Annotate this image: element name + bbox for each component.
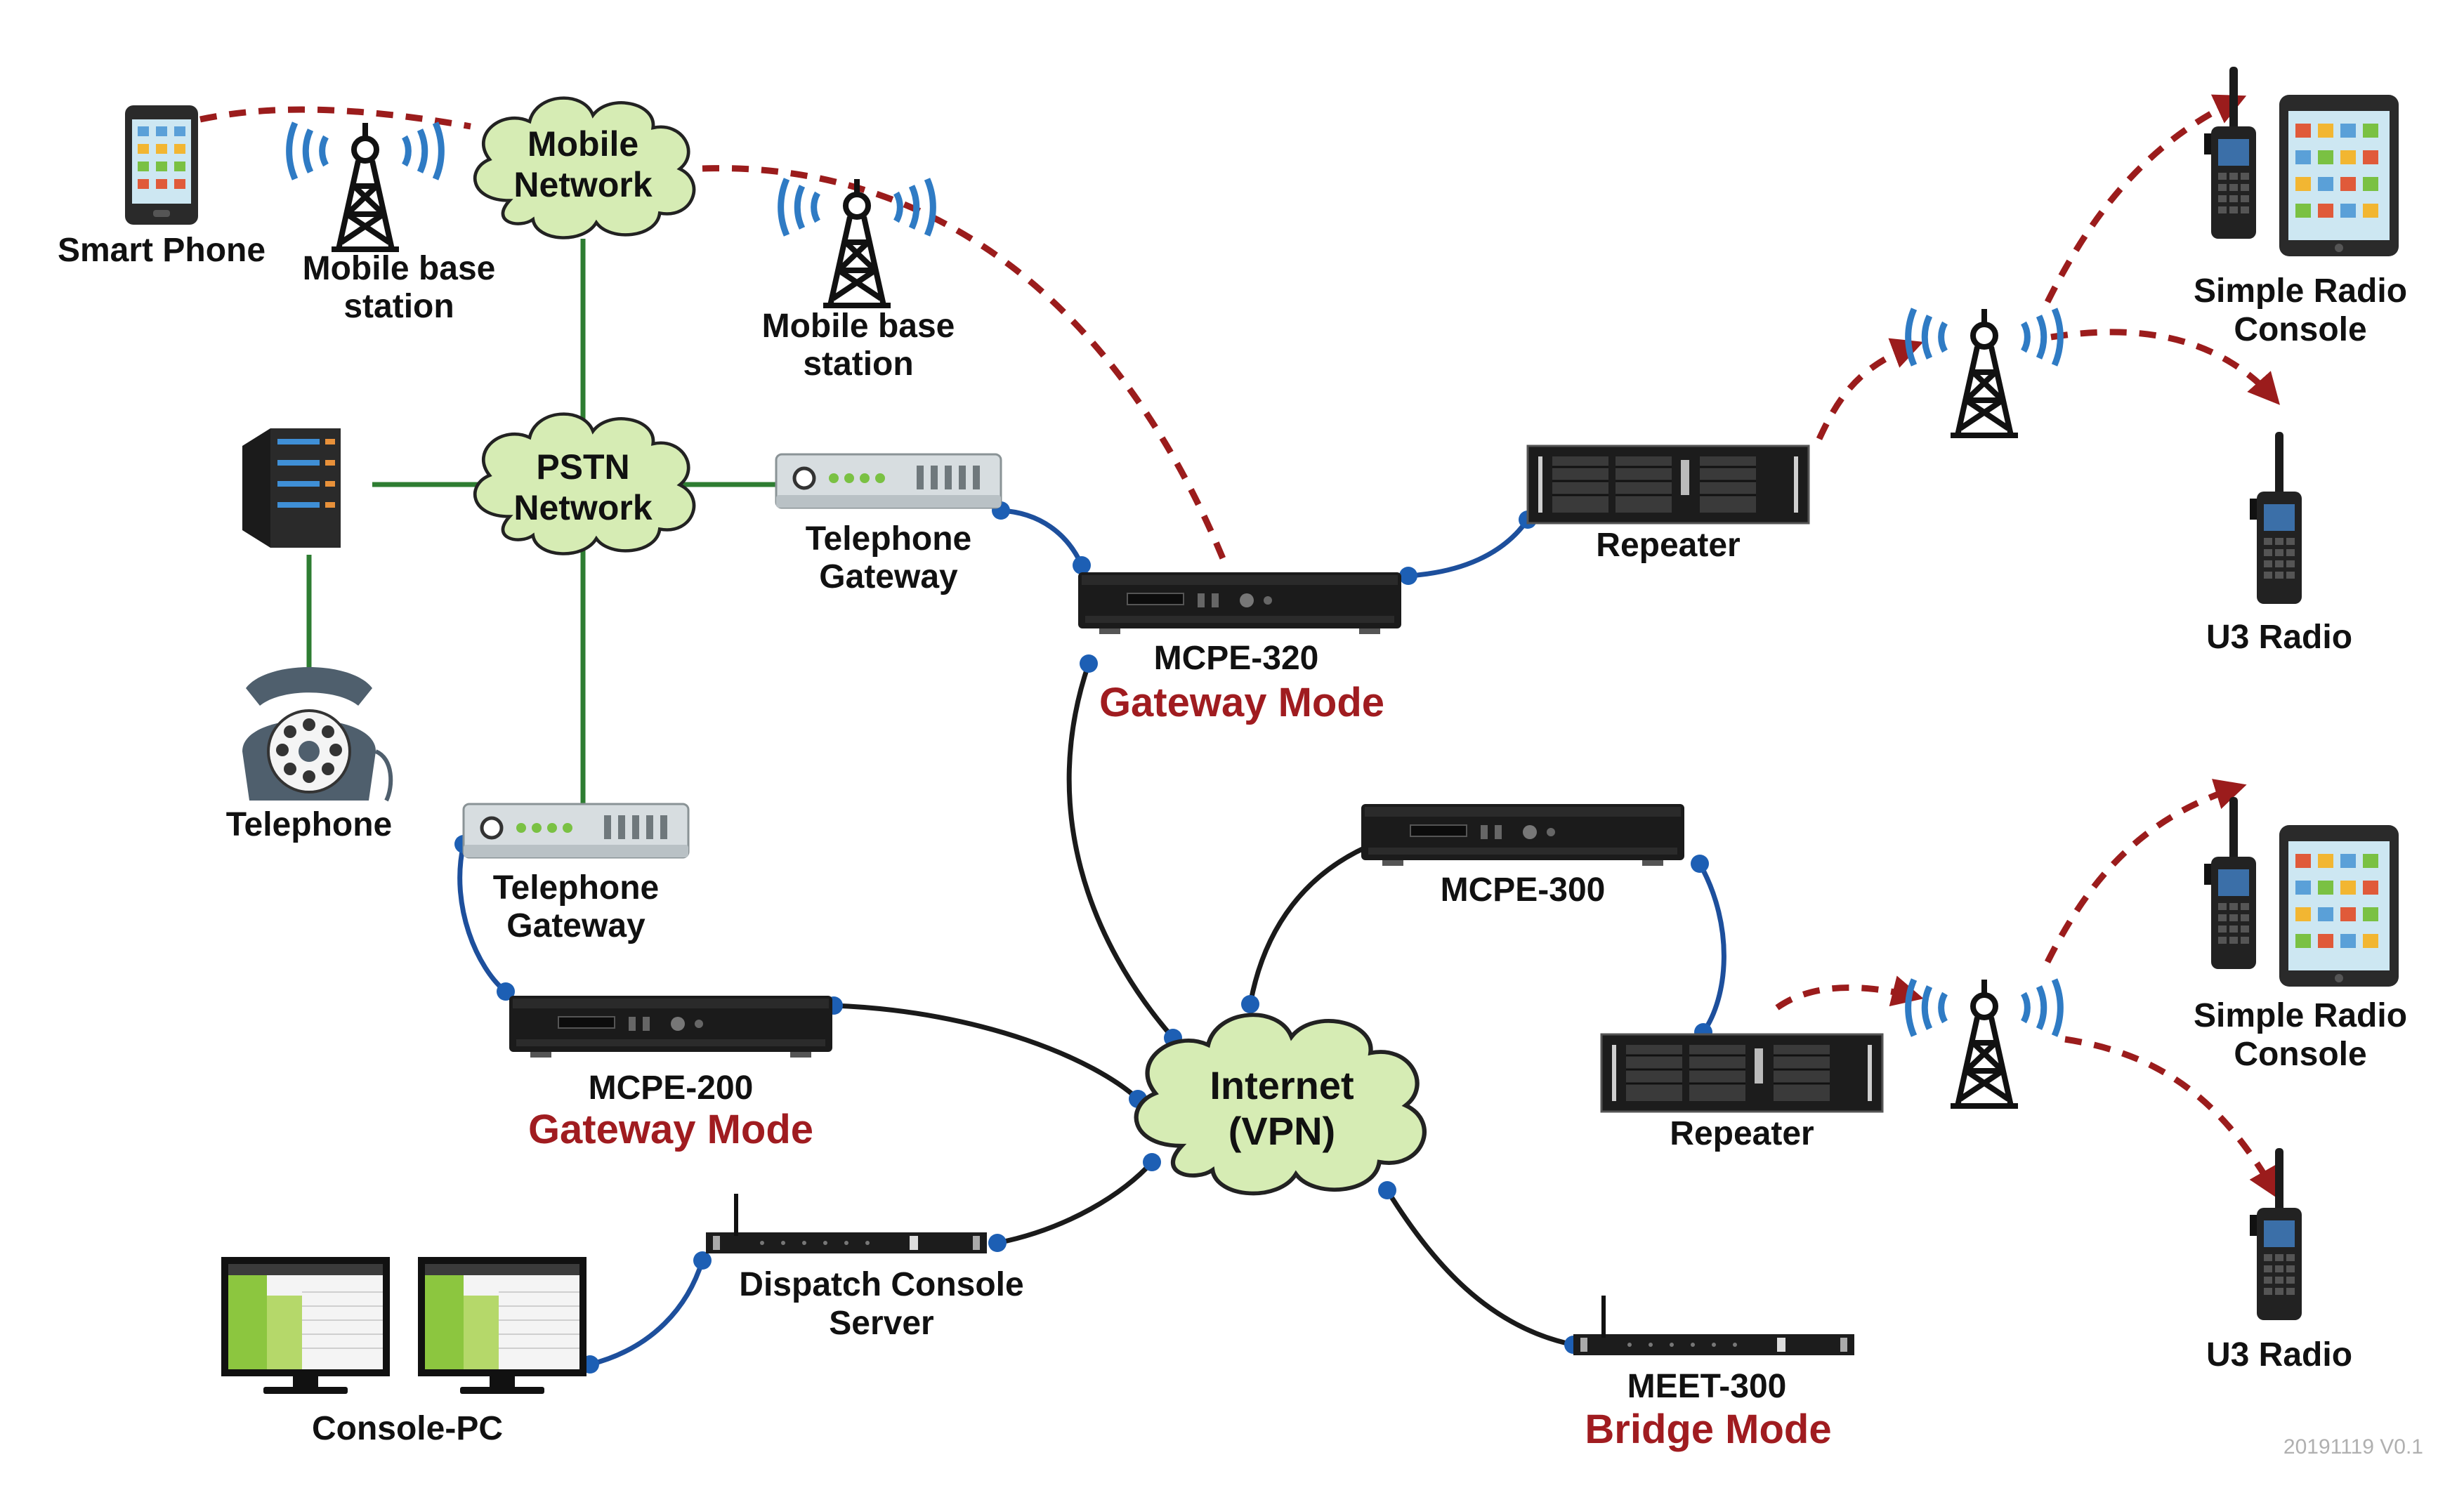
monitor-icon <box>417 1256 587 1395</box>
gateway-box-icon <box>464 804 688 857</box>
simple-radio-console-2-line1: Simple Radio <box>2194 997 2407 1034</box>
rack-device-icon <box>509 995 833 1058</box>
server-rack-icon <box>242 428 341 548</box>
pstn-network-line2: Network <box>513 488 652 527</box>
tablet-icon <box>2279 95 2399 256</box>
internet-line2: (VPN) <box>1228 1109 1335 1153</box>
cell-tower-icon <box>781 179 933 305</box>
mobile-base-1-line1: Mobile base <box>303 250 496 287</box>
tel-gateway-2-line2: Gateway <box>506 907 646 944</box>
repeater-icon <box>1600 1033 1884 1113</box>
meet300-mode: Bridge Mode <box>1585 1407 1831 1452</box>
tel-gateway-2-line1: Telephone <box>493 869 659 907</box>
simple-radio-console-1-line1: Simple Radio <box>2194 272 2407 310</box>
tel-gateway-1-line2: Gateway <box>819 558 958 595</box>
pstn-links <box>306 239 783 806</box>
repeater-icon <box>1526 444 1810 525</box>
mcpe320-label: MCPE-320 <box>1154 640 1319 677</box>
cell-tower-icon <box>1908 980 2061 1106</box>
simple-radio-console-2-line2: Console <box>2234 1036 2366 1073</box>
smartphone-icon <box>125 105 198 225</box>
repeater-2-label: Repeater <box>1670 1115 1814 1152</box>
gateway-links <box>457 508 1726 1367</box>
mobile-base-1-line2: station <box>343 288 454 325</box>
rack-device-icon <box>1361 803 1685 867</box>
gateway-box-icon <box>776 454 1001 508</box>
handheld-radio-icon <box>2204 67 2256 239</box>
console-pc-label: Console-PC <box>312 1410 503 1447</box>
dispatch-server-line2: Server <box>829 1305 933 1342</box>
mobile-network-line2: Network <box>513 165 652 204</box>
wireless-links <box>199 94 2280 1199</box>
rotary-telephone-icon <box>242 667 393 802</box>
meet300-label: MEET-300 <box>1627 1368 1787 1405</box>
monitor-icon <box>221 1256 391 1395</box>
rack-device-icon <box>1573 1296 1854 1355</box>
repeater-1-label: Repeater <box>1596 527 1740 564</box>
smart-phone-label: Smart Phone <box>58 232 266 269</box>
mobile-network-line1: Mobile <box>527 124 638 164</box>
rack-device-icon <box>1077 572 1402 635</box>
internet-links <box>833 662 1574 1348</box>
cell-tower-icon <box>1908 309 2061 435</box>
mobile-base-2-line1: Mobile base <box>762 308 955 345</box>
tel-gateway-1-line1: Telephone <box>806 520 971 558</box>
mcpe300-label: MCPE-300 <box>1441 871 1606 909</box>
u3-radio-1-label: U3 Radio <box>2206 619 2352 656</box>
telephone-label: Telephone <box>226 806 392 843</box>
internet-line1: Internet <box>1210 1063 1354 1107</box>
tablet-icon <box>2279 825 2399 987</box>
u3-radio-2-label: U3 Radio <box>2206 1336 2352 1374</box>
cell-tower-icon <box>289 123 442 249</box>
mcpe200-label: MCPE-200 <box>589 1069 754 1107</box>
mcpe200-mode: Gateway Mode <box>528 1107 813 1152</box>
mcpe320-mode: Gateway Mode <box>1099 680 1384 725</box>
version-stamp: 20191119 V0.1 <box>2283 1435 2423 1458</box>
handheld-radio-icon <box>2250 1148 2302 1320</box>
handheld-radio-icon <box>2204 797 2256 969</box>
mobile-base-2-line2: station <box>803 345 913 383</box>
rack-device-icon <box>706 1194 987 1253</box>
handheld-radio-icon <box>2250 432 2302 604</box>
simple-radio-console-1-line2: Console <box>2234 311 2366 348</box>
dispatch-server-line1: Dispatch Console <box>739 1266 1023 1303</box>
pstn-network-line1: PSTN <box>536 447 629 487</box>
